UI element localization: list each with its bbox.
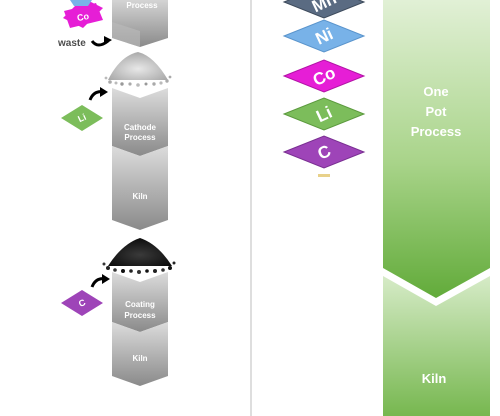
kiln-2-label: Kiln <box>132 354 147 363</box>
mn-tile: Mn <box>282 0 366 19</box>
c-arrow-head <box>102 274 110 284</box>
one-pot-label-3: Process <box>411 124 462 139</box>
co-tile: Co <box>63 0 103 28</box>
waste-label: waste <box>57 38 86 49</box>
cathode-process-step: Cathode Process <box>112 88 168 156</box>
kiln-step-right: Kiln <box>383 276 490 416</box>
dark-powder-pile <box>102 238 176 274</box>
ni-tile-fragment <box>70 0 92 6</box>
kiln-step-2: Kiln <box>112 322 168 386</box>
coating-process-step: Coating Process <box>112 272 168 332</box>
li-tile: Li <box>61 105 103 131</box>
co-tile-right: Co <box>282 59 366 93</box>
li-arrow-head <box>100 87 108 97</box>
kiln-right-label: Kiln <box>422 371 447 386</box>
light-powder-pile <box>104 52 172 87</box>
top-step-label: Process <box>126 1 158 10</box>
ni-tile: Ni <box>282 19 366 53</box>
c-tile-label: C <box>77 297 88 309</box>
coating-label-2: Process <box>124 311 156 320</box>
process-step-top: Process <box>112 0 168 47</box>
c-tile-right: C <box>282 135 366 169</box>
waste-arrow-head <box>104 36 112 45</box>
right-element-stack: Mn Ni Co Li C <box>282 0 366 177</box>
ni-tile-label: Ni <box>312 24 335 48</box>
cathode-label-2: Process <box>124 133 156 142</box>
co-tile-label: Co <box>76 11 90 23</box>
li-tile-right: Li <box>282 97 366 131</box>
c-tile: C <box>61 290 103 316</box>
one-pot-process-step: One Pot Process <box>383 0 490 298</box>
kiln-step-1: Kiln <box>112 146 168 230</box>
kiln-1-label: Kiln <box>132 192 147 201</box>
cathode-label-1: Cathode <box>124 123 157 132</box>
coating-label-1: Coating <box>125 300 155 309</box>
tile-shadow <box>318 174 330 177</box>
li-tile-label: Li <box>76 112 87 124</box>
one-pot-label-1: One <box>423 84 448 99</box>
li-tile-right-label: Li <box>313 103 335 127</box>
one-pot-label-2: Pot <box>426 104 448 119</box>
